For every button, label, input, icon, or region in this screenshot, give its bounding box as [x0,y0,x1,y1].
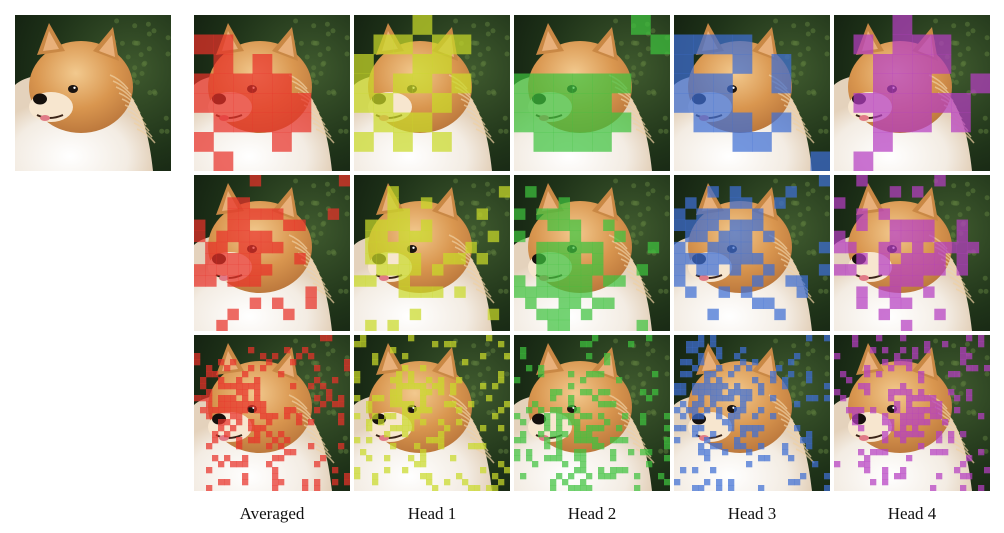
attention-map-head4-row1 [834,15,990,171]
caption-head4: Head 4 [887,504,937,523]
dog-photo [834,175,990,331]
attention-map-head1-row2 [354,175,510,331]
attention-map-head4-row3 [834,335,990,491]
attention-overlay [194,34,312,171]
caption-head1: Head 1 [407,504,457,523]
attention-overlay [853,15,990,171]
attention-overlay [674,175,830,321]
attention-overlay [514,186,660,331]
dog-photo [674,175,830,331]
attention-overlay [354,186,510,331]
dog-photo [194,15,350,171]
attention-overlay [194,175,350,331]
attention-overlay [674,335,830,491]
attention-map-head2-row1 [514,15,670,171]
original-photo [15,15,171,171]
dog-photo [194,175,350,331]
attention-map-head2-row2 [514,175,670,331]
dog-photo [15,15,171,171]
dog-photo [834,15,990,171]
dog-photo [674,335,830,491]
dog-photo [514,175,670,331]
attention-map-averaged-row2 [194,175,350,331]
attention-overlay [514,15,670,152]
dog-photo [514,335,670,491]
dog-photo [514,15,670,171]
attention-map-head1-row3 [354,335,510,491]
dog-photo [354,175,510,331]
attention-overlay [834,335,990,491]
caption-head2: Head 2 [567,504,617,523]
attention-overlay [194,335,350,491]
attention-map-head4-row2 [834,175,990,331]
attention-overlay [354,15,472,152]
attention-map-averaged-row1 [194,15,350,171]
attention-overlay [354,335,510,491]
attention-map-head2-row3 [514,335,670,491]
attention-overlay [514,335,670,491]
caption-averaged: Averaged [239,504,305,523]
attention-map-head3-row2 [674,175,830,331]
attention-map-averaged-row3 [194,335,350,491]
attention-map-head3-row3 [674,335,830,491]
attention-overlay [674,34,830,171]
dog-photo [674,15,830,171]
dog-photo [354,335,510,491]
attention-map-head3-row1 [674,15,830,171]
attention-overlay [834,175,980,331]
dog-photo [354,15,510,171]
attention-map-head1-row1 [354,15,510,171]
dog-photo [834,335,990,491]
caption-head3: Head 3 [727,504,777,523]
dog-photo [194,335,350,491]
